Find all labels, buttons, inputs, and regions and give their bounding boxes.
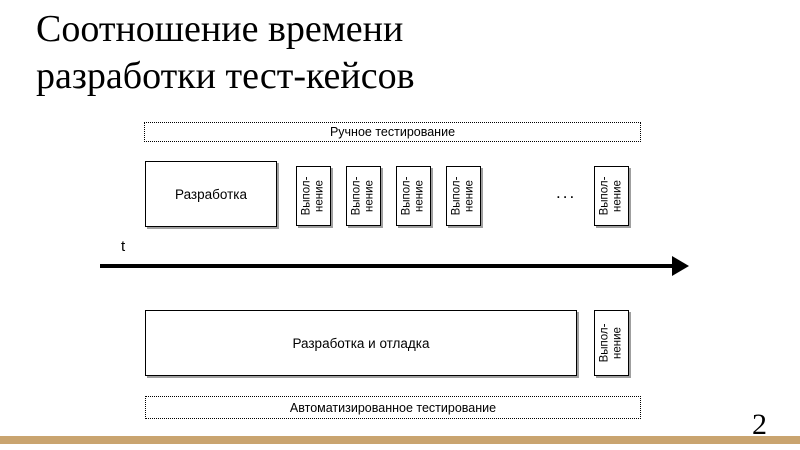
automated-development-box: Разработка и отладка xyxy=(145,310,577,376)
manual-execution-box-3: Выпол- нение xyxy=(396,166,431,226)
page-number: 2 xyxy=(752,408,767,441)
manual-execution-label-5-line1: Выпол- xyxy=(598,176,611,216)
manual-execution-box-1: Выпол- нение xyxy=(296,166,331,226)
manual-testing-banner: Ручное тестирование xyxy=(144,122,641,142)
manual-execution-label-2-line2: нение xyxy=(363,180,376,212)
manual-execution-label-3: Выпол- нение xyxy=(401,177,427,216)
manual-execution-label-2: Выпол- нение xyxy=(351,177,377,216)
manual-execution-label-4-line2: нение xyxy=(463,180,476,212)
manual-execution-label-5-line2: нение xyxy=(611,180,624,212)
manual-execution-label-5: Выпол- нение xyxy=(599,177,625,216)
time-axis-arrow-icon xyxy=(672,256,689,276)
manual-development-label: Разработка xyxy=(175,186,247,202)
manual-execution-label-3-line2: нение xyxy=(413,180,426,212)
automated-execution-label-line2: нение xyxy=(611,327,624,359)
automated-testing-banner-label: Автоматизированное тестирование xyxy=(289,400,497,415)
time-axis-label: t xyxy=(121,238,126,255)
manual-execution-label-4-line1: Выпол- xyxy=(450,176,463,216)
manual-testing-banner-label: Ручное тестирование xyxy=(329,125,456,139)
manual-execution-ellipsis: ... xyxy=(556,183,577,202)
manual-execution-label-4: Выпол- нение xyxy=(451,177,477,216)
manual-execution-box-2: Выпол- нение xyxy=(346,166,381,226)
manual-execution-label-1: Выпол- нение xyxy=(301,177,327,216)
manual-execution-box-4: Выпол- нение xyxy=(446,166,481,226)
manual-execution-label-3-line1: Выпол- xyxy=(400,176,413,216)
manual-execution-label-1-line1: Выпол- xyxy=(300,176,313,216)
automated-testing-banner: Автоматизированное тестирование xyxy=(145,396,641,419)
footer-accent-band xyxy=(0,436,800,444)
automated-execution-label-line1: Выпол- xyxy=(598,323,611,363)
manual-execution-label-1-line2: нение xyxy=(313,180,326,212)
time-axis-line xyxy=(100,264,678,268)
automated-execution-label: Выпол- нение xyxy=(599,324,625,363)
page-title: Соотношение времени разработки тест-кейс… xyxy=(36,8,415,97)
automated-execution-box: Выпол- нение xyxy=(594,310,629,376)
automated-development-label: Разработка и отладка xyxy=(292,335,430,351)
manual-development-box: Разработка xyxy=(145,161,277,227)
manual-execution-label-2-line1: Выпол- xyxy=(350,176,363,216)
manual-execution-box-5: Выпол- нение xyxy=(594,166,629,226)
